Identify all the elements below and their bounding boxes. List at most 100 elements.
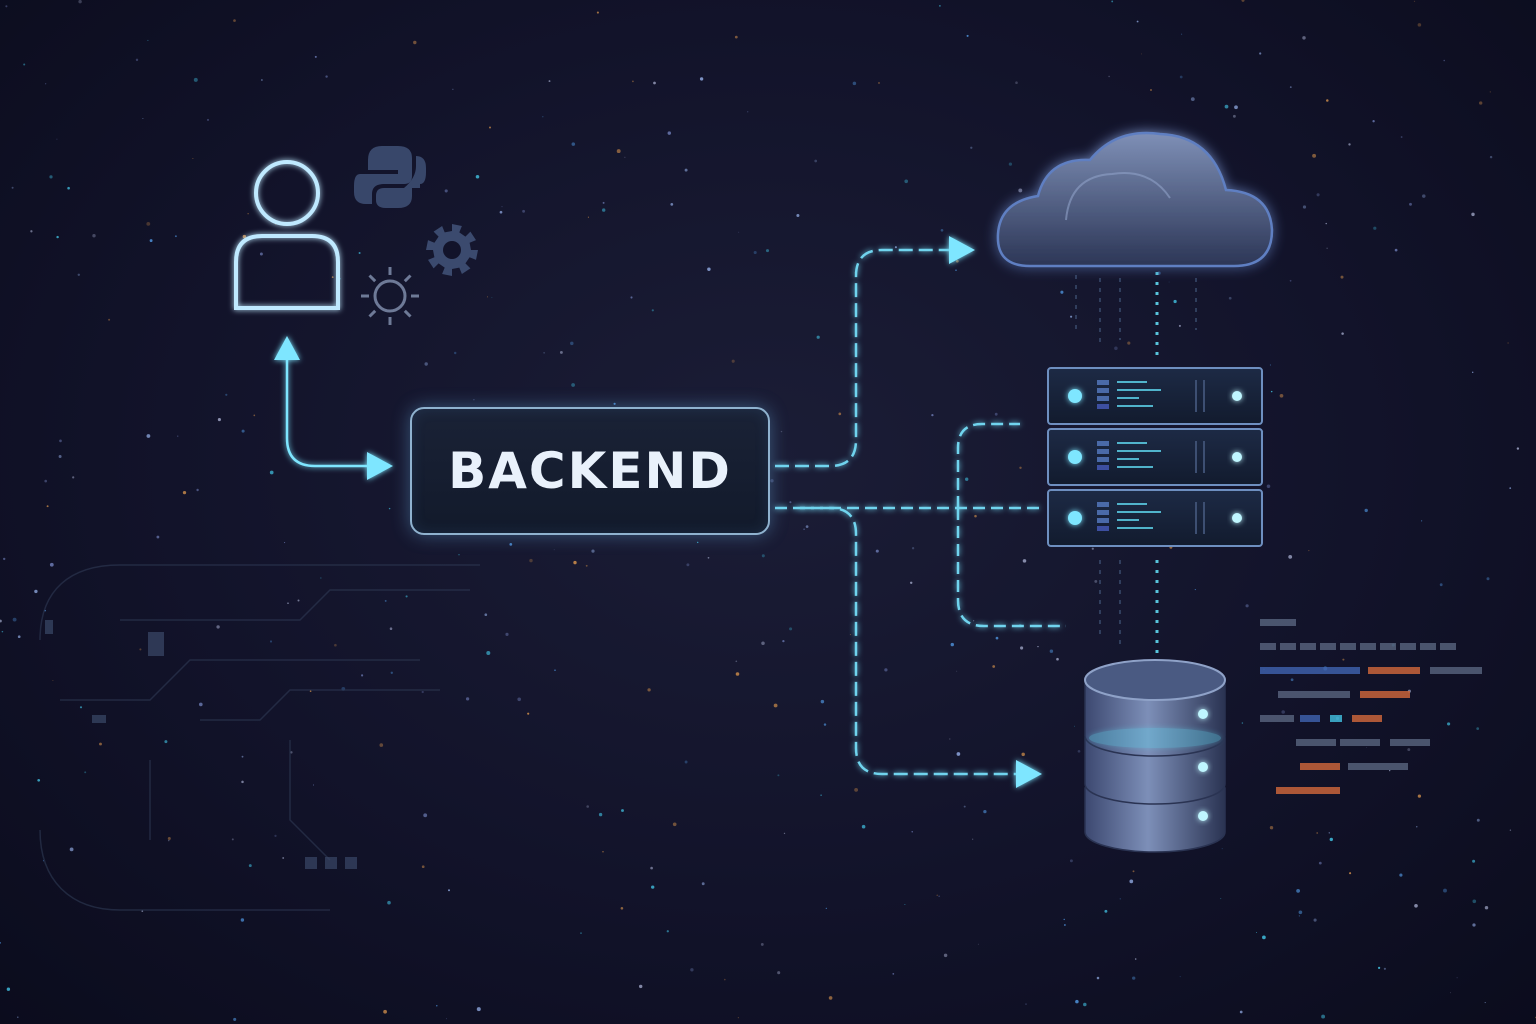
star [77, 273, 81, 276]
star [553, 549, 555, 551]
star [1472, 859, 1476, 863]
star [1070, 315, 1073, 318]
star [950, 642, 954, 647]
star [816, 335, 820, 339]
star [963, 805, 966, 808]
star [1450, 992, 1452, 994]
star [1178, 324, 1181, 327]
star [30, 230, 33, 233]
connector-backend-cloud [775, 236, 975, 468]
star [217, 418, 221, 422]
star [1132, 870, 1135, 873]
star [1416, 826, 1418, 828]
star [388, 507, 391, 510]
star [570, 341, 574, 346]
star [177, 435, 179, 437]
database-layer [1084, 787, 1226, 853]
star [1329, 837, 1334, 842]
star [1326, 99, 1329, 102]
star [735, 660, 738, 663]
star [587, 216, 589, 218]
rain-lines [1075, 275, 1197, 650]
star [1399, 873, 1403, 877]
star [1312, 153, 1317, 158]
star [56, 138, 58, 140]
star [852, 81, 857, 86]
star [1063, 918, 1065, 921]
star [1422, 194, 1426, 198]
star [992, 665, 996, 668]
star [955, 269, 957, 272]
star [1060, 290, 1064, 294]
star [1366, 747, 1367, 748]
star [977, 943, 979, 945]
star [1439, 583, 1443, 587]
cloud-icon [996, 131, 1274, 268]
star [571, 383, 575, 387]
star [37, 778, 41, 782]
star [820, 699, 825, 704]
log-bar [1278, 691, 1350, 698]
star [878, 82, 880, 84]
star [241, 755, 244, 758]
star [684, 760, 688, 764]
star [701, 882, 705, 886]
star [259, 252, 263, 256]
log-bar [1260, 619, 1296, 626]
star [1316, 193, 1320, 197]
star [164, 740, 168, 744]
star [548, 80, 551, 83]
star [1400, 136, 1403, 138]
star [940, 228, 944, 232]
star [1472, 371, 1474, 373]
star [632, 80, 634, 83]
star [938, 895, 940, 897]
star [1025, 1003, 1027, 1005]
star [1456, 977, 1458, 979]
star [707, 267, 711, 271]
star [505, 632, 509, 636]
star [253, 414, 256, 417]
star [384, 599, 387, 602]
star [1489, 155, 1493, 159]
star [1507, 342, 1509, 344]
log-bar [1360, 691, 1410, 698]
star [911, 831, 913, 833]
star [1, 630, 4, 633]
server-unit [1047, 428, 1263, 486]
star [738, 231, 740, 233]
star [1015, 81, 1018, 84]
star [1074, 725, 1075, 727]
star [387, 900, 391, 905]
star [46, 505, 49, 508]
log-bar [1360, 643, 1376, 650]
star [580, 932, 582, 934]
star [135, 58, 139, 62]
star [522, 209, 526, 213]
log-bar [1340, 643, 1356, 650]
star [1221, 848, 1223, 850]
log-bar [1260, 667, 1360, 674]
star [156, 535, 160, 539]
log-bar [1390, 739, 1430, 746]
star [1049, 649, 1054, 653]
star [1484, 905, 1489, 910]
log-bar [1440, 643, 1456, 650]
star [731, 359, 735, 363]
star [331, 276, 334, 278]
star [1020, 646, 1024, 650]
star [1325, 222, 1327, 225]
database-layer [1084, 737, 1226, 805]
star [1269, 364, 1271, 366]
star [965, 477, 969, 481]
star [1075, 999, 1079, 1004]
star [624, 156, 626, 158]
gear-icon [426, 224, 478, 276]
star [1018, 188, 1023, 193]
star [1302, 36, 1306, 40]
star [34, 589, 38, 594]
star [444, 189, 448, 193]
star [1119, 898, 1121, 900]
star [753, 250, 757, 255]
star [59, 439, 62, 443]
